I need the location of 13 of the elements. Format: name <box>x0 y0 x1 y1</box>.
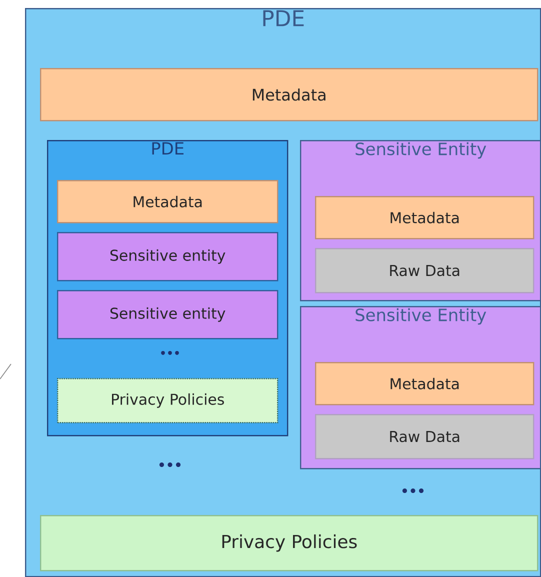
ellipsis: ••• <box>159 462 181 467</box>
entity-box: Sensitive entity <box>57 232 278 282</box>
ellipsis: ••• <box>161 351 179 355</box>
metadata-bar: Metadata <box>315 362 534 406</box>
metadata-bar: Metadata <box>315 196 534 240</box>
policy-box: Privacy Policies <box>57 378 278 424</box>
ellipsis: ••• <box>402 488 424 493</box>
metadata-bar: Metadata <box>57 180 278 224</box>
metadata-bar: Metadata <box>40 68 538 122</box>
raw-data-bar: Raw Data <box>315 248 534 294</box>
raw-data-bar: Raw Data <box>315 414 534 460</box>
policy-bar: Privacy Policies <box>40 515 538 572</box>
entity-box: Sensitive entity <box>57 290 278 340</box>
